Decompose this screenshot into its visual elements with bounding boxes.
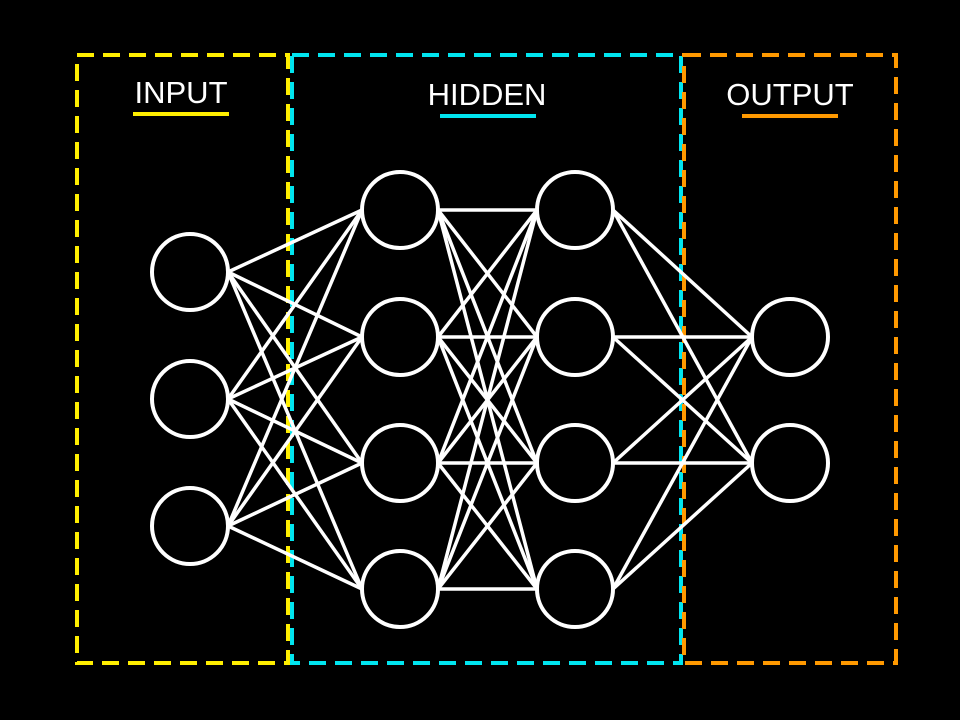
input-node-3 xyxy=(150,486,230,566)
connection-hidden-2-1-to-output-1 xyxy=(611,208,754,339)
connection-input-3-to-hidden-1 xyxy=(226,209,364,527)
hidden-node-3 xyxy=(360,423,440,503)
connections xyxy=(226,208,754,591)
connection-hidden-4-to-hidden-2-2 xyxy=(436,336,539,590)
connection-input-2-to-hidden-1 xyxy=(226,208,364,401)
neurons xyxy=(150,170,830,629)
connection-input-3-to-hidden-2 xyxy=(226,335,364,528)
connection-input-3-to-hidden-3 xyxy=(227,461,363,528)
hidden-2-node-3 xyxy=(535,423,615,503)
input-node-1 xyxy=(150,232,230,312)
hidden-2-node-1 xyxy=(535,170,615,250)
connection-hidden-2-3-to-output-1 xyxy=(611,335,754,465)
connection-hidden-2-4-to-output-1 xyxy=(611,336,754,590)
connection-hidden-4-to-hidden-2-1 xyxy=(436,209,539,590)
connection-input-3-to-hidden-4 xyxy=(227,524,363,591)
hidden-node-4 xyxy=(360,549,440,629)
hidden-2-node-2 xyxy=(535,297,615,377)
connection-hidden-2-4-to-output-2 xyxy=(611,461,754,591)
connection-hidden-4-to-hidden-2-3 xyxy=(436,461,539,591)
input-node-2 xyxy=(150,359,230,439)
hidden-layer-label: HIDDEN xyxy=(428,77,547,112)
input-layer-box xyxy=(75,53,290,665)
input-layer-label: INPUT xyxy=(135,75,228,110)
hidden-node-2 xyxy=(360,297,440,377)
output-layer-box xyxy=(682,53,898,665)
hidden-2-node-4 xyxy=(535,549,615,629)
connection-input-1-to-hidden-1 xyxy=(227,208,363,274)
hidden-layer-box xyxy=(290,53,683,665)
output-node-1 xyxy=(750,297,830,377)
hidden-node-1 xyxy=(360,170,440,250)
output-layer-label: OUTPUT xyxy=(726,77,854,112)
connection-hidden-2-to-hidden-2-1 xyxy=(436,208,539,339)
connection-hidden-3-to-hidden-2-1 xyxy=(436,209,539,464)
output-node-2 xyxy=(750,423,830,503)
